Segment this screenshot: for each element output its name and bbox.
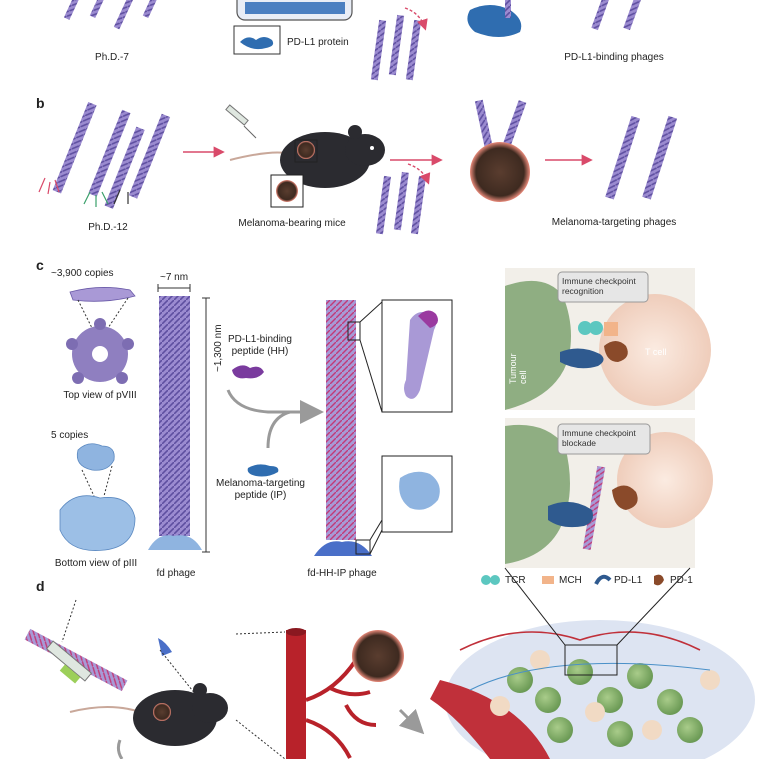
label-melanoma-mice: Melanoma-bearing mice — [238, 218, 346, 229]
panel-a-binding-phages — [591, 0, 644, 31]
legend-tcr: TCR — [505, 575, 526, 586]
label-peptide-hh: PD-L1-binding peptide (HH) — [228, 334, 292, 357]
legend-icons — [481, 574, 664, 586]
label-top-view-pviii: Top view of pVIII — [63, 390, 137, 401]
peptide-hh — [232, 365, 264, 379]
tumour-with-phages — [470, 99, 530, 202]
label-phd7: Ph.D.-7 — [95, 52, 129, 63]
label-bottom-view-piii: Bottom view of pIII — [54, 558, 138, 569]
label-pviii-copies: ~3,900 copies — [51, 268, 114, 279]
panel-d-mouse — [69, 631, 286, 759]
label-pd-l1-protein: PD-L1 protein — [287, 37, 349, 48]
panel-b-targeting-phages — [605, 115, 678, 200]
fd-hh-ip-phage — [314, 299, 453, 556]
label-checkpoint-recognition: Immune checkpoint recognition — [562, 276, 636, 296]
blockade-scene — [505, 418, 713, 568]
legend-mch: MCH — [559, 575, 582, 586]
label-piii-copies: 5 copies — [51, 430, 89, 441]
blood-vessel — [286, 628, 425, 759]
melanoma-mouse — [229, 125, 385, 208]
label-checkpoint-blockade: Immune checkpoint blockade — [562, 428, 636, 448]
label-length: ~1,300 nm — [213, 324, 224, 372]
panel-b-phage-library — [38, 101, 171, 209]
label-melanoma-targeting-phages: Melanoma-targeting phages — [551, 217, 677, 228]
fd-phage — [148, 284, 210, 553]
label-t-cell: T cell — [645, 347, 667, 357]
label-pd-l1-binding-phages: PD-L1-binding phages — [564, 52, 664, 63]
label-fd-hh-ip-phage: fd-HH-IP phage — [307, 568, 377, 579]
panel-label-b: b — [36, 95, 45, 111]
piii-structure — [59, 443, 136, 551]
panel-b-eluted-phages — [375, 163, 431, 235]
syringe-b — [225, 104, 257, 139]
panel-a-phage-library — [63, 0, 161, 30]
assembly-arrow — [226, 389, 324, 449]
legend-pd-1: PD-1 — [670, 575, 693, 586]
label-width: ~7 nm — [160, 272, 189, 283]
label-peptide-ip: Melanoma-targeting peptide (IP) — [216, 478, 305, 501]
panel-a-eluted-phages — [370, 0, 522, 81]
panel-label-c: c — [36, 257, 44, 273]
pd-l1-plate — [233, 0, 353, 55]
peptide-ip — [247, 464, 279, 477]
label-tumour-cell: Tumour cell — [508, 353, 528, 384]
label-fd-phage: fd phage — [156, 568, 196, 579]
label-phd12: Ph.D.-12 — [88, 222, 128, 233]
panel-label-d: d — [36, 578, 45, 594]
syringe-d — [45, 640, 93, 684]
pviii-structure — [66, 287, 136, 384]
tumour-microenvironment — [430, 567, 755, 759]
legend-pd-l1: PD-L1 — [614, 575, 643, 586]
recognition-scene — [505, 268, 711, 410]
